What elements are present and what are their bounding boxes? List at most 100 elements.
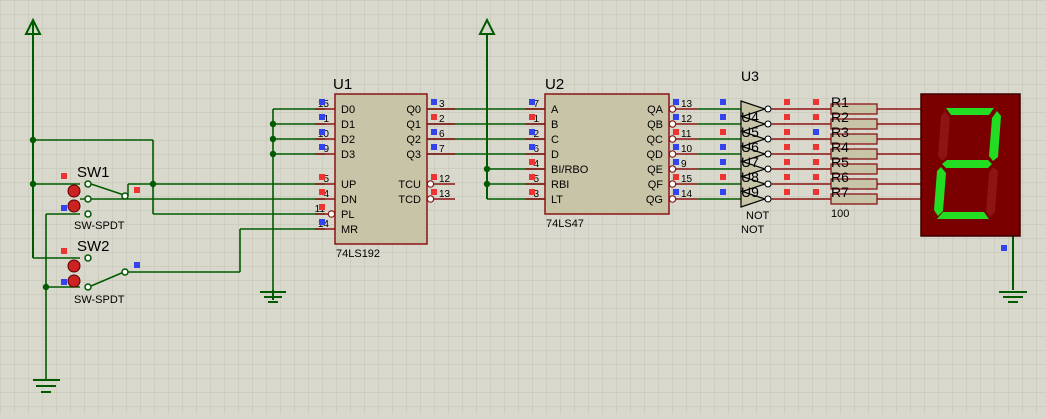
logic-probe	[529, 99, 535, 105]
logic-probe	[813, 159, 819, 165]
switch-sw2[interactable]: SW2 SW-SPDT	[61, 238, 140, 306]
logic-probe	[529, 114, 535, 120]
probe-blue	[61, 279, 67, 285]
resistor-ref: R6	[831, 169, 849, 185]
pin-invert-bubble	[668, 105, 677, 113]
pin-name: DN	[341, 194, 357, 206]
pin-name: Q3	[406, 149, 421, 161]
logic-probe	[813, 99, 819, 105]
ground-terminal-display	[999, 236, 1027, 303]
resistor-ref: R7	[831, 184, 849, 200]
inverter-bubble	[764, 195, 772, 203]
probe-blue	[1001, 245, 1007, 251]
logic-probe	[673, 144, 679, 150]
inverter-gate	[740, 100, 767, 118]
segment-a	[946, 108, 994, 115]
inverter-gate	[740, 160, 767, 178]
logic-probe	[529, 159, 535, 165]
switch-sw1-buttons[interactable]	[67, 184, 81, 213]
probe-blue	[61, 205, 67, 211]
pin-number: 11	[681, 129, 692, 140]
pin-invert-bubble	[668, 135, 677, 143]
inverter-bubble	[764, 165, 772, 173]
chip-u2-part: 74LS47	[546, 218, 584, 230]
chip-u1-pins: 15D01D110D29D35UP4DN11PL14MR3Q02Q16Q27Q3…	[315, 99, 455, 236]
logic-probe	[813, 174, 819, 180]
probe-blue	[134, 262, 140, 268]
switch-sw2-part: SW-SPDT	[74, 294, 125, 306]
logic-probe	[673, 99, 679, 105]
logic-probe	[529, 174, 535, 180]
logic-probe	[720, 174, 726, 180]
pin-name: D1	[341, 119, 355, 131]
segment-c	[986, 167, 998, 217]
pin-name: TCU	[398, 179, 421, 191]
switch-sw1-body	[84, 180, 129, 218]
pin-name: BI/RBO	[551, 164, 589, 176]
logic-probe	[529, 144, 535, 150]
logic-probe	[673, 129, 679, 135]
inverter-ref: U8	[741, 169, 759, 185]
pin-number: 6	[439, 129, 445, 140]
logic-probe	[813, 189, 819, 195]
pin-name: PL	[341, 209, 354, 221]
inverter-bubble	[764, 150, 772, 158]
chip-u1[interactable]: U1 74LS192 15D01D110D29D35UP4DN11PL14MR3…	[315, 76, 455, 260]
pin-name: LT	[551, 194, 563, 206]
logic-probe	[673, 189, 679, 195]
pin-number: 7	[533, 99, 539, 110]
chip-u2-ref: U2	[545, 76, 564, 93]
switch-sw2-buttons[interactable]	[67, 259, 81, 288]
pin-invert-bubble	[668, 180, 677, 188]
pin-name: B	[551, 119, 558, 131]
inverter-ref: U9	[741, 184, 759, 200]
pin-name: QG	[646, 194, 663, 206]
pin-name: QF	[648, 179, 664, 191]
seven-segment-display[interactable]: 2	[0, 0, 1021, 237]
logic-probe	[673, 114, 679, 120]
logic-probe	[319, 144, 325, 150]
pin-number: 9	[681, 159, 687, 170]
pin-number: 6	[533, 144, 539, 155]
segment-d	[937, 212, 989, 219]
display-segments	[934, 108, 1001, 219]
segment-g	[942, 160, 992, 168]
switch-sw2-body	[84, 254, 129, 291]
pin-name: QC	[647, 134, 664, 146]
chip-u1-body	[334, 93, 428, 245]
pin-invert-bubble	[327, 210, 336, 218]
pin-name: Q0	[406, 104, 421, 116]
logic-probe	[720, 129, 726, 135]
pin-name: QA	[647, 104, 664, 116]
logic-probe	[720, 114, 726, 120]
pin-number: 13	[439, 189, 451, 200]
segment-b	[989, 111, 1001, 161]
probe-red	[61, 173, 67, 179]
logic-probe	[431, 144, 437, 150]
pin-number: 5	[533, 174, 539, 185]
inverter-gate	[740, 175, 767, 193]
inverter-gate-label: NOT	[746, 210, 770, 222]
logic-probe	[319, 129, 325, 135]
inverter-bubble	[764, 120, 772, 128]
logic-probe	[319, 204, 325, 210]
logic-probe	[720, 159, 726, 165]
switch-sw1-part: SW-SPDT	[74, 220, 125, 232]
switch-sw1[interactable]: SW1 SW-SPDT	[61, 164, 140, 232]
pin-name: QD	[647, 149, 664, 161]
pin-number: 10	[681, 144, 693, 155]
switch-sw1-ref: SW1	[77, 164, 110, 181]
pin-number: 4	[323, 189, 329, 200]
probe-red	[134, 187, 140, 193]
pin-number: 9	[323, 144, 329, 155]
resistor-ref: R4	[831, 139, 849, 155]
logic-probe	[319, 174, 325, 180]
pin-name: UP	[341, 179, 356, 191]
pin-name: QE	[647, 164, 663, 176]
pin-name: A	[551, 104, 559, 116]
pin-number: 14	[681, 189, 693, 200]
